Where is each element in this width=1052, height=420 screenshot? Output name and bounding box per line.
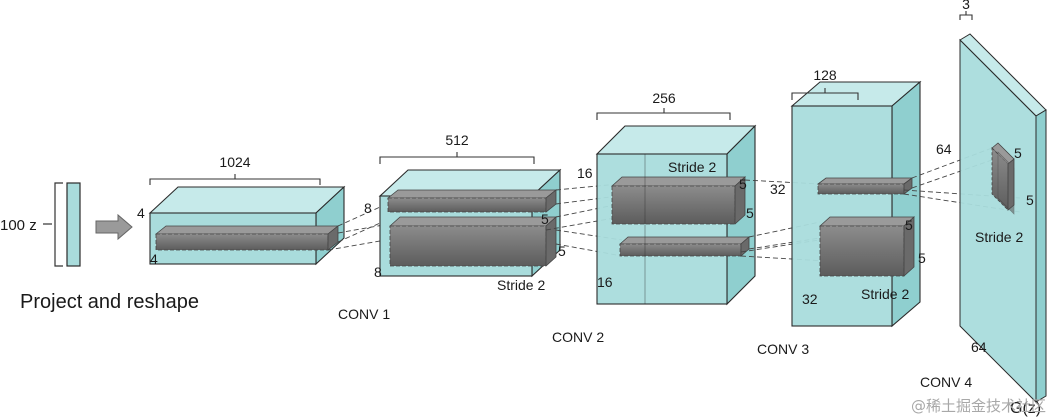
conv3-height-label: 32 [770,181,786,197]
conv1-label: CONV 1 [338,306,390,322]
conv3-kernel-width: 5 [905,217,913,233]
conv1-width-label: 512 [445,132,469,148]
conv3-depth-label: 32 [802,291,818,307]
conv1-stride-label: Stride 2 [497,277,545,293]
conv2-width-label: 256 [652,90,676,106]
project-block [148,185,346,266]
conv2-label: CONV 2 [552,329,604,345]
conv2-kernel-width: 5 [739,176,747,192]
conv1-depth-label: 8 [374,264,382,280]
conv2-kernel-height: 5 [746,205,754,221]
conv4-stride-label: Stride 2 [975,229,1023,245]
conv1-height-label: 8 [364,200,372,216]
project-height-label: 4 [137,205,145,221]
conv1-kernel-width: 5 [541,211,549,227]
conv4-height-label: 64 [936,141,952,157]
z-input-vector [43,182,81,267]
conv3-block [790,80,922,328]
conv3-width-label: 128 [813,67,837,83]
conv4-kernel-height: 5 [1026,192,1034,208]
conv2-height-label: 16 [577,165,593,181]
project-width-label: 1024 [219,154,250,170]
project-depth-label: 4 [150,251,158,267]
conv2-depth-label: 16 [597,274,613,290]
conv2-stride-label: Stride 2 [668,159,716,175]
conv3-label: CONV 3 [757,341,809,357]
conv1-kernel-height: 5 [558,243,566,259]
output-gz-label: G(z) [1010,400,1041,417]
project-arrow [95,213,133,241]
conv1-block [378,168,562,278]
conv4-width-label: 3 [962,0,970,12]
conv2-block [595,124,757,306]
watermark-text: @稀土掘金技术社区 [910,397,1046,415]
conv4-kernel-width: 5 [1014,145,1022,161]
conv4-label: CONV 4 [920,374,972,390]
project-reshape-label: Project and reshape [20,291,199,313]
conv4-depth-label: 64 [971,339,987,355]
z-input-label: 100 z [0,217,37,234]
conv3-kernel-height: 5 [918,250,926,266]
conv3-stride-label: Stride 2 [861,286,909,302]
conv4-block [959,33,1047,404]
